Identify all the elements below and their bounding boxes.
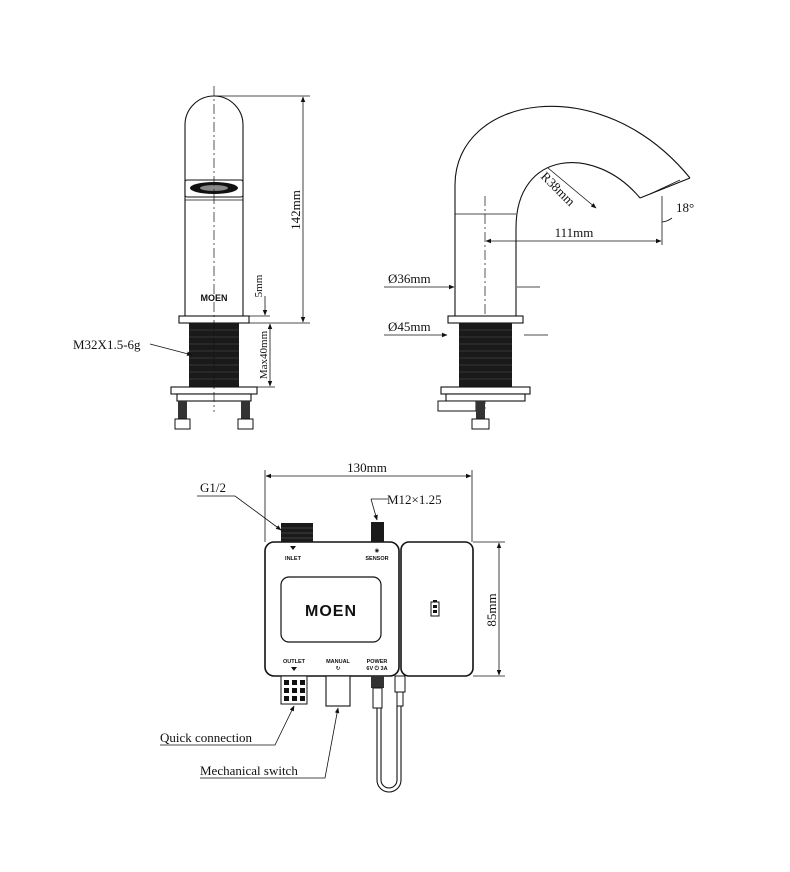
- thread-length-dimension: Max40mm: [258, 330, 270, 379]
- base-thickness-dimension: 5mm: [253, 274, 265, 297]
- body-diameter-dimension: Ø36mm: [388, 271, 431, 286]
- box-height-dimension: 85mm: [484, 593, 499, 626]
- inlet-text: INLET: [285, 556, 302, 562]
- control-box-brand: MOEN: [305, 603, 357, 620]
- tilt-angle-dimension: 18°: [676, 200, 694, 215]
- battery-icon: [430, 601, 440, 617]
- sensor-icon: ◉: [375, 548, 380, 554]
- faucet-side-view: MOEN 142mm 5mm Max40mm: [73, 86, 310, 430]
- faucet-front-view: R38mm 18° 111mm Ø36mm Ø45mm: [384, 105, 694, 430]
- height-dimension: 142mm: [288, 190, 303, 230]
- box-width-dimension: 130mm: [347, 460, 387, 475]
- control-box-view: 130mm MOEN INLET G1/2 M12×1.25 ◉ SENSOR …: [160, 460, 505, 793]
- reach-dimension: 111mm: [555, 225, 594, 240]
- power-text-title: POWER: [367, 659, 388, 665]
- quick-connection-label: Quick connection: [160, 730, 253, 745]
- mechanical-switch-label: Mechanical switch: [200, 763, 298, 778]
- manual-icon: ↻: [336, 666, 341, 672]
- bend-radius-dimension: R38mm: [538, 169, 578, 209]
- base-diameter-dimension: Ø45mm: [388, 319, 431, 334]
- outlet-text: OUTLET: [283, 659, 306, 665]
- sensor-text: SENSOR: [365, 556, 388, 562]
- power-text: 6V ⏻ 3A: [366, 665, 387, 672]
- thread-spec-label: M32X1.5-6g: [73, 337, 141, 352]
- inlet-thread-label: G1/2: [200, 480, 226, 495]
- manual-text: MANUAL: [326, 659, 350, 665]
- sensor-thread-label: M12×1.25: [387, 492, 442, 507]
